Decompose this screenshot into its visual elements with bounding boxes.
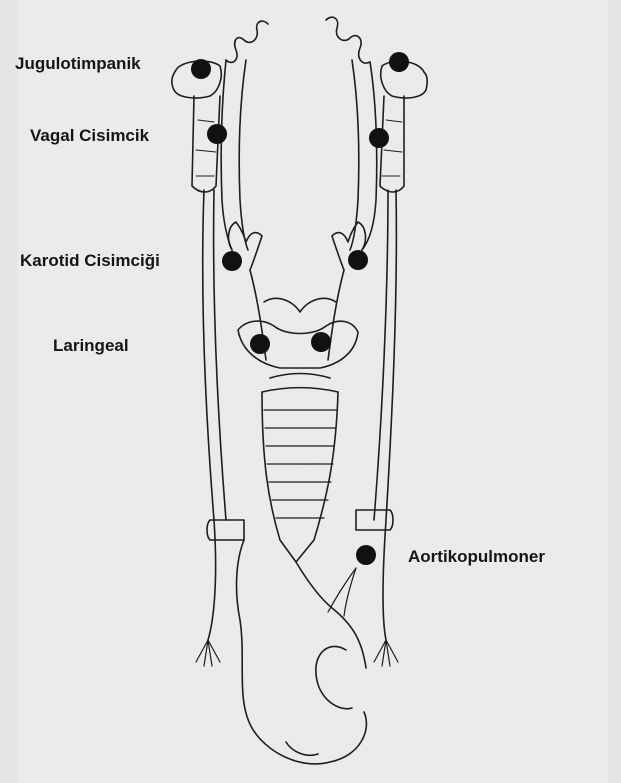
aorticopulmonary-marker [356, 545, 376, 565]
label-laryngeal: Laringeal [53, 337, 129, 354]
vagal-body-marker-right [369, 128, 389, 148]
laryngeal-marker-left [250, 334, 270, 354]
jugulotympanic-marker-right [389, 52, 409, 72]
label-carotid-body: Karotid Cisimciği [20, 252, 160, 269]
vagal-body-marker-left [207, 124, 227, 144]
label-aorticopulmonary: Aortikopulmoner [408, 548, 545, 565]
paper-sheet [18, 0, 608, 783]
label-vagal-body: Vagal Cisimcik [30, 127, 149, 144]
laryngeal-marker-right [311, 332, 331, 352]
jugulotympanic-marker-left [191, 59, 211, 79]
carotid-body-marker-left [222, 251, 242, 271]
label-jugulotympanic: Jugulotimpanik [15, 55, 141, 72]
carotid-body-marker-right [348, 250, 368, 270]
